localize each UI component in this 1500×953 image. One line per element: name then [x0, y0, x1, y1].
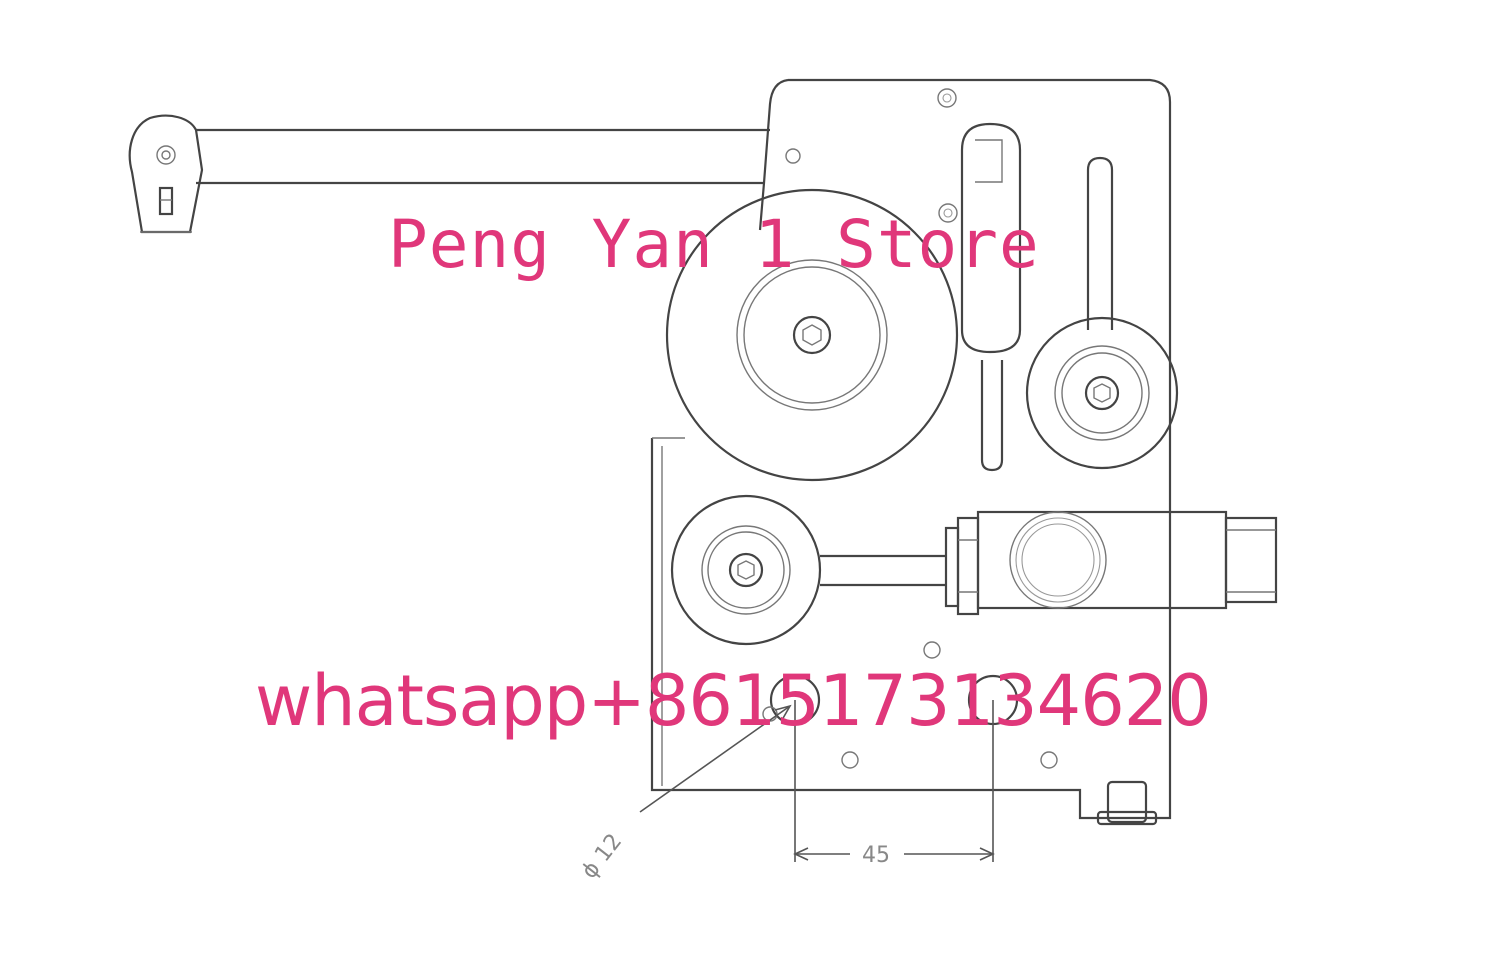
large-pulley [665, 188, 959, 482]
dimension-diameter-label: ϕ 12 [577, 829, 627, 883]
contact-watermark: whatsapp+8615173134620 [255, 660, 1212, 742]
lower-pulley [670, 494, 822, 646]
dimension-lines [639, 700, 995, 862]
dimension-spacing-label: 45 [862, 843, 890, 868]
tension-cylinder [820, 510, 1278, 616]
store-watermark: Peng Yan 1 Store [388, 206, 1040, 283]
swing-arm [128, 114, 770, 234]
right-pulley [1025, 316, 1179, 470]
mounting-plate [650, 78, 1172, 826]
